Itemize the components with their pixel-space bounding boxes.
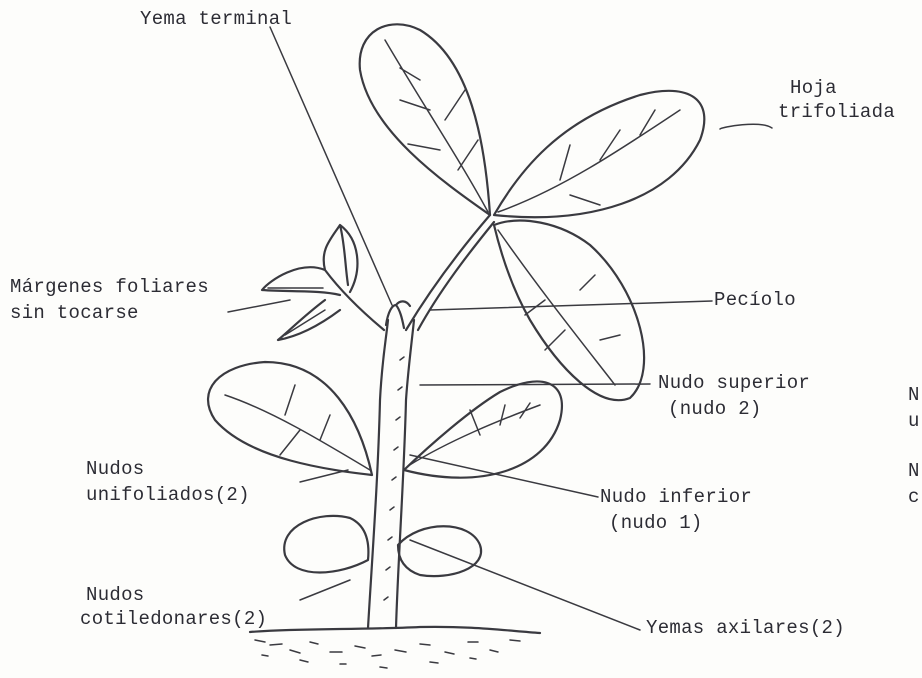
trifoliate-lower-leaflet [494,221,644,401]
cotyledon-left [284,516,368,573]
label-nudo-superior-line1: Nudo superior [658,372,810,395]
label-cut-right-1b: u [908,410,920,433]
label-hoja-trifoliada-line2: trifoliada [778,101,895,124]
label-nudos-unifoliados-line1: Nudos [86,458,145,481]
label-nudo-superior-line2: (nudo 2) [668,398,762,421]
label-yema-terminal: Yema terminal [140,8,292,31]
label-hoja-trifoliada-line1: Hoja [790,77,837,100]
label-nudos-cotiledonares-line2: cotiledonares(2) [80,608,267,631]
label-peciolo: Pecíolo [714,289,796,312]
unifoliate-leaf-left [208,362,372,475]
label-cut-right-2a: N [908,460,920,483]
trifoliate-central-leaflet [360,24,490,215]
label-margenes-line2: sin tocarse [10,302,139,325]
label-nudos-cotiledonares-line1: Nudos [86,584,145,607]
main-stem [368,320,414,628]
soil [250,627,540,668]
label-nudo-inferior-line2: (nudo 1) [609,512,703,535]
label-cut-right-1a: N [908,384,920,407]
label-yemas-axilares: Yemas axilares(2) [646,617,845,640]
label-margenes-line1: Márgenes foliares [10,276,209,299]
unifoliate-leaf-right [404,381,562,477]
label-nudo-inferior-line1: Nudo inferior [600,486,752,509]
label-cut-right-2b: c [908,486,920,509]
terminal-bud [386,305,404,328]
label-nudos-unifoliados-line2: unifoliados(2) [86,484,250,507]
trifoliate-right-leaflet [494,91,704,217]
petiole [406,215,490,330]
unfolding-leaf [262,225,384,340]
